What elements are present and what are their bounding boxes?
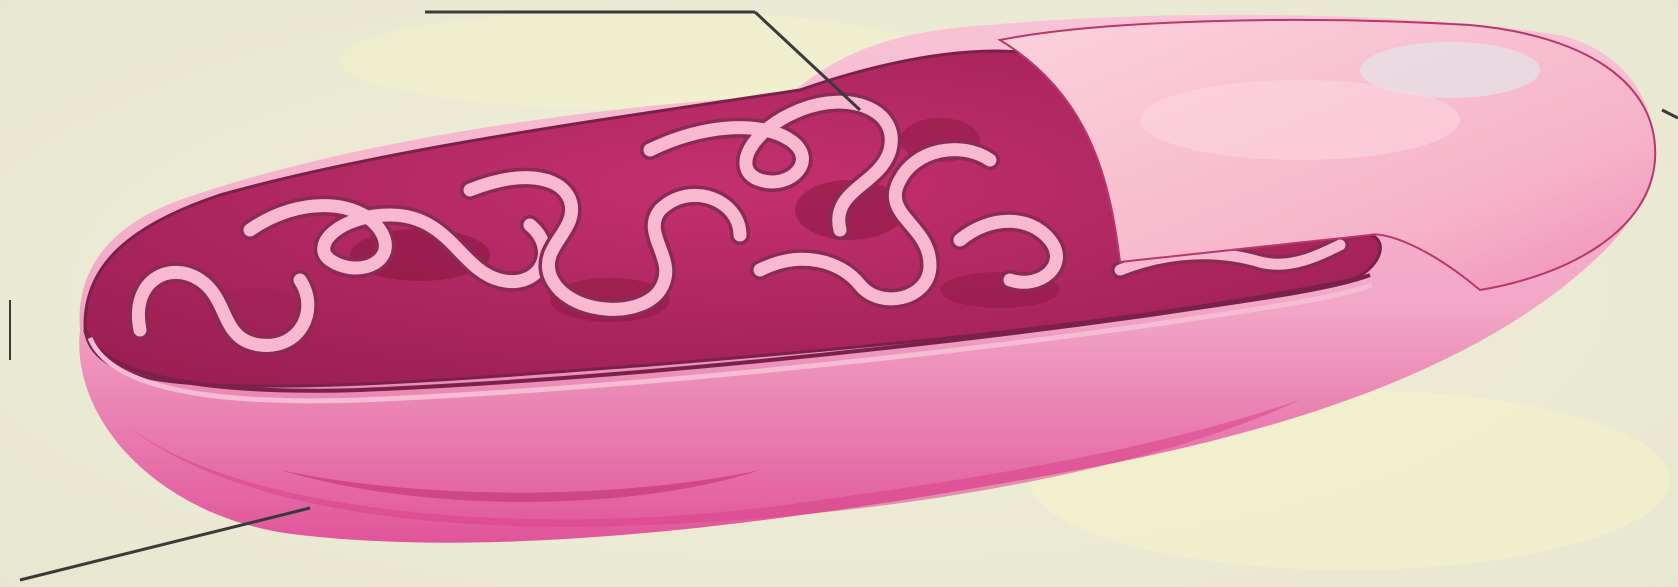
membrane-highlight [1140,80,1460,160]
